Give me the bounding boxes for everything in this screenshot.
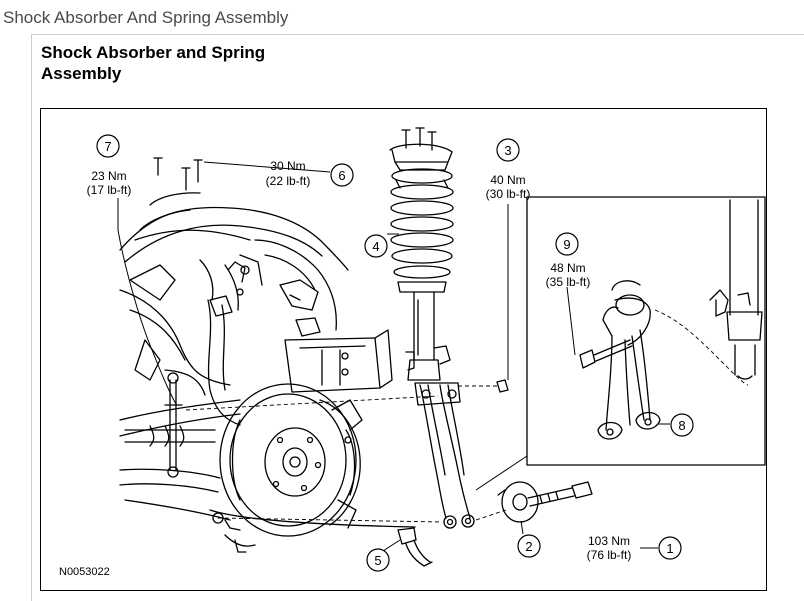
callout-4: 4: [364, 234, 388, 258]
callout-8-number: 8: [678, 418, 685, 433]
callout-3-number: 3: [504, 143, 511, 158]
callout-9-torque-lbft: (35 lb-ft): [546, 275, 591, 289]
callout-9-torque-nm: 48 Nm: [550, 261, 585, 275]
section-heading: Shock Absorber and Spring Assembly: [41, 43, 266, 83]
callout-1-torque-nm: 103 Nm: [588, 534, 630, 548]
callout-6: 6 30 Nm (22 lb-ft): [266, 159, 354, 188]
callout-4-number: 4: [372, 239, 379, 254]
figure-id: N0053022: [59, 566, 110, 578]
strut-spring-drawing: [389, 127, 509, 529]
alignment-lines: [185, 309, 749, 523]
callout-5: 5: [366, 548, 390, 572]
callout-1-torque-lbft: (76 lb-ft): [587, 548, 632, 562]
page-title: Shock Absorber And Spring Assembly: [3, 8, 289, 27]
callout-2-number: 2: [525, 539, 532, 554]
callout-5-number: 5: [374, 553, 381, 568]
callout-7-torque-lbft: (17 lb-ft): [87, 183, 132, 197]
callout-3: 3 40 Nm (30 lb-ft): [486, 138, 531, 201]
callout-2: 2: [517, 534, 541, 558]
callout-1: 1 103 Nm (76 lb-ft): [587, 534, 682, 562]
content-frame: [31, 34, 804, 601]
callout-8: 8: [670, 413, 694, 437]
callout-9: 9 48 Nm (35 lb-ft): [546, 232, 591, 289]
detail-inset: [526, 196, 766, 466]
callout-3-torque-lbft: (30 lb-ft): [486, 187, 531, 201]
callout-7-torque-nm: 23 Nm: [91, 169, 126, 183]
callout-3-torque-nm: 40 Nm: [490, 173, 525, 187]
callout-6-number: 6: [338, 168, 345, 183]
callout-6-torque-nm: 30 Nm: [270, 159, 305, 173]
callout-1-number: 1: [666, 541, 673, 556]
subframe-drawing: [119, 157, 416, 553]
fastener-drawing: [397, 481, 593, 567]
callout-6-torque-lbft: (22 lb-ft): [266, 174, 311, 188]
leader-lines: [117, 161, 670, 552]
callout-7: 7 23 Nm (17 lb-ft): [87, 134, 132, 197]
callout-7-number: 7: [104, 139, 111, 154]
callout-9-number: 9: [563, 237, 570, 252]
figure-frame: [40, 108, 767, 591]
